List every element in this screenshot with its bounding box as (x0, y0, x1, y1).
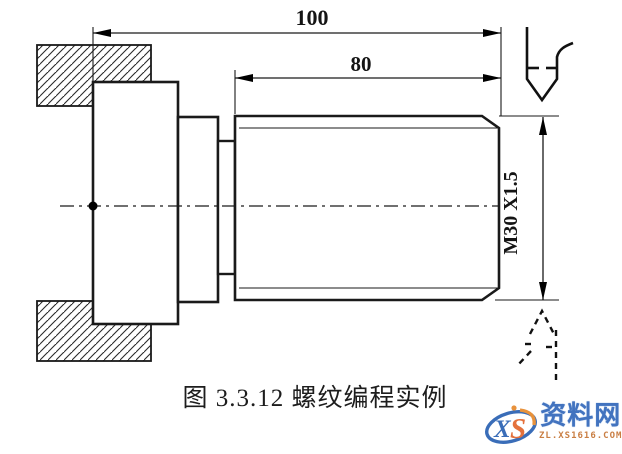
arrowhead-right (483, 74, 501, 82)
threading-tool-icon (525, 27, 574, 103)
workpiece-step (176, 115, 220, 304)
logo-letter-x: X (493, 416, 512, 443)
arrowhead-up (539, 117, 547, 135)
dimension-overall-length: 100 (92, 5, 502, 116)
figure-caption: 图 3.3.12 螺纹编程实例 (182, 385, 448, 412)
xs-logo-icon: X S (485, 405, 537, 445)
dimension-thread-spec: M30 X1.5 (495, 115, 559, 301)
watermark-site-url: ZL.XS1616.COM (539, 431, 622, 441)
arrowhead-left (93, 29, 111, 37)
arrowhead-left (235, 74, 253, 82)
workpiece-neck (216, 139, 237, 276)
thread-section (233, 114, 501, 302)
dimension-label-80: 80 (351, 52, 372, 76)
thread-spec-label: M30 X1.5 (500, 171, 522, 254)
watermark: X S 资料网 ZL.XS1616.COM (483, 399, 622, 453)
threading-tool-mirror-icon (516, 308, 558, 380)
dimension-thread-length: 80 (234, 52, 501, 114)
workpiece-flange (91, 80, 180, 326)
logo-letter-s: S (510, 413, 526, 445)
arrowhead-right (483, 29, 501, 37)
origin-point (88, 201, 98, 211)
dimension-label-100: 100 (296, 5, 329, 30)
arrowhead-down (539, 282, 547, 300)
watermark-site-name: 资料网 (540, 400, 622, 430)
